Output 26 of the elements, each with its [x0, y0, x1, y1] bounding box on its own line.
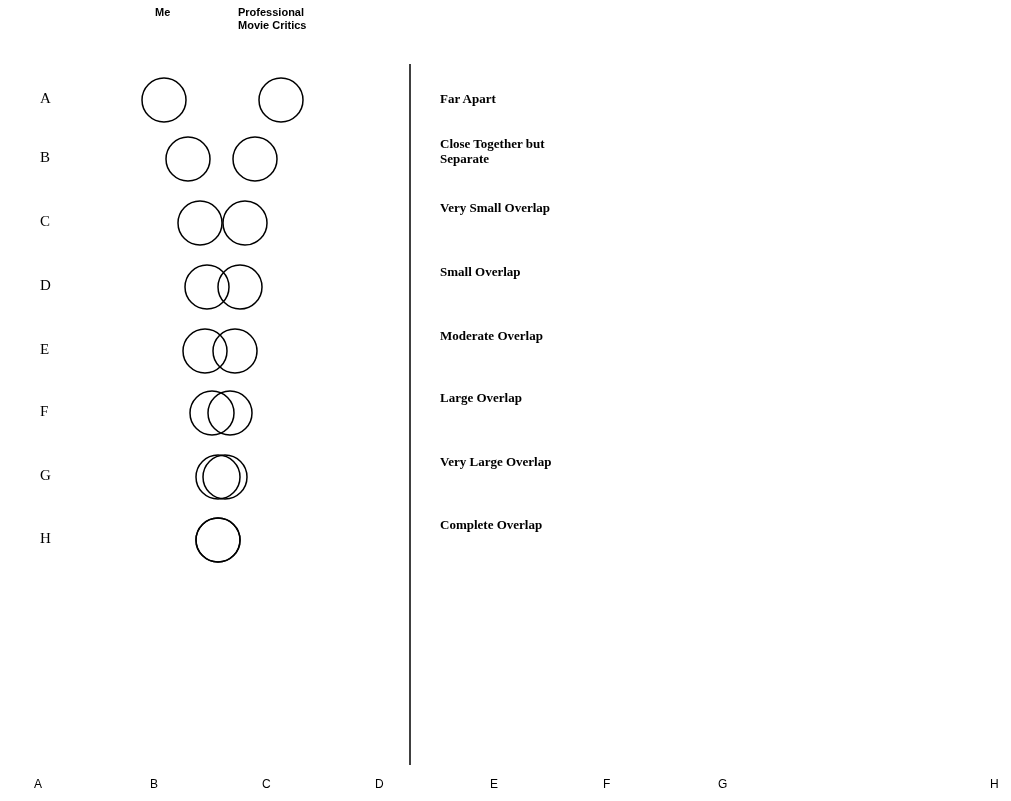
- overlap-description: Very Large Overlap: [440, 455, 553, 470]
- row-letter: H: [40, 530, 51, 548]
- row-letter: F: [40, 403, 49, 421]
- row-letter: G: [40, 467, 51, 485]
- scale-letter: B: [150, 778, 158, 792]
- overlap-description: Close Together but Separate: [440, 137, 546, 167]
- scale-letter: C: [262, 778, 271, 792]
- overlap-description: Far Apart: [440, 92, 497, 107]
- overlap-description: Small Overlap: [440, 265, 522, 280]
- scale-letter: F: [603, 778, 611, 792]
- scale-letter: H: [990, 778, 999, 792]
- row-letter: B: [40, 149, 50, 167]
- overlap-description: Large Overlap: [440, 391, 523, 406]
- overlap-description: Moderate Overlap: [440, 329, 544, 344]
- scale-letter: A: [34, 778, 42, 792]
- scale-letter: D: [375, 778, 384, 792]
- row-letter: D: [40, 277, 51, 295]
- column-header: Me: [155, 6, 171, 19]
- row-letter: E: [40, 341, 50, 359]
- row-letter: A: [40, 90, 51, 108]
- scale-letter: E: [490, 778, 498, 792]
- overlap-description: Complete Overlap: [440, 518, 544, 533]
- overlap-description: Very Small Overlap: [440, 201, 551, 216]
- row-letter: C: [40, 213, 50, 231]
- scale-letter: G: [718, 778, 728, 792]
- column-header: Professional Movie Critics: [238, 6, 308, 32]
